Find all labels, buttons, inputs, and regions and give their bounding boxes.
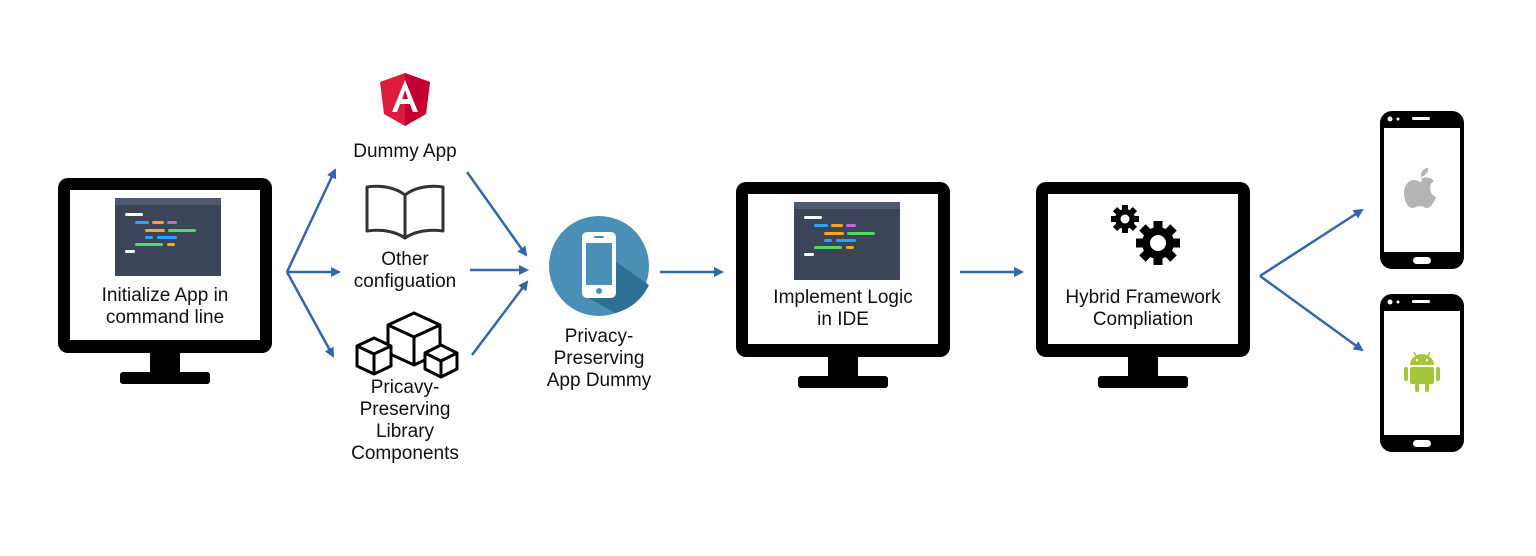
- ide-label: Implement Logic in IDE: [773, 287, 913, 330]
- angular-logo-icon: [380, 73, 430, 126]
- code-editor-icon: [794, 202, 900, 280]
- phone-ios: [1380, 111, 1464, 269]
- smartphone-icon: [549, 216, 649, 316]
- arrow-init-to-dummy: [285, 168, 337, 273]
- arrow-init-to-library: [285, 271, 335, 358]
- privacy-dummy-label: Privacy- Preserving App Dummy: [546, 326, 652, 391]
- other-config-label: Other configuation: [353, 249, 457, 292]
- phone-android: [1380, 294, 1464, 452]
- apple-logo-icon: [1404, 168, 1436, 208]
- arrow-hybrid-to-ios: [1259, 208, 1364, 278]
- arrow-library-to-privacy: [471, 280, 529, 356]
- library-label: Pricavy- Preserving Library Components: [351, 377, 459, 464]
- hybrid-label: Hybrid Framework Compliation: [1065, 287, 1221, 330]
- arrow-hybrid-to-android: [1259, 274, 1364, 352]
- monitor-hybrid: [1036, 182, 1250, 388]
- monitor-ide: [736, 182, 950, 388]
- gears-icon: [1111, 205, 1180, 265]
- android-logo-icon: [1404, 351, 1440, 392]
- dummy-app-label: Dummy App: [353, 141, 457, 162]
- init-app-label: Initialize App in command line: [101, 285, 229, 328]
- cubes-icon: [355, 311, 459, 379]
- code-editor-icon: [115, 198, 221, 276]
- flow-arrows: [285, 168, 1364, 358]
- open-book-icon: [365, 184, 445, 240]
- arrow-dummy-to-privacy: [465, 171, 528, 257]
- monitor-init-app: [58, 178, 272, 384]
